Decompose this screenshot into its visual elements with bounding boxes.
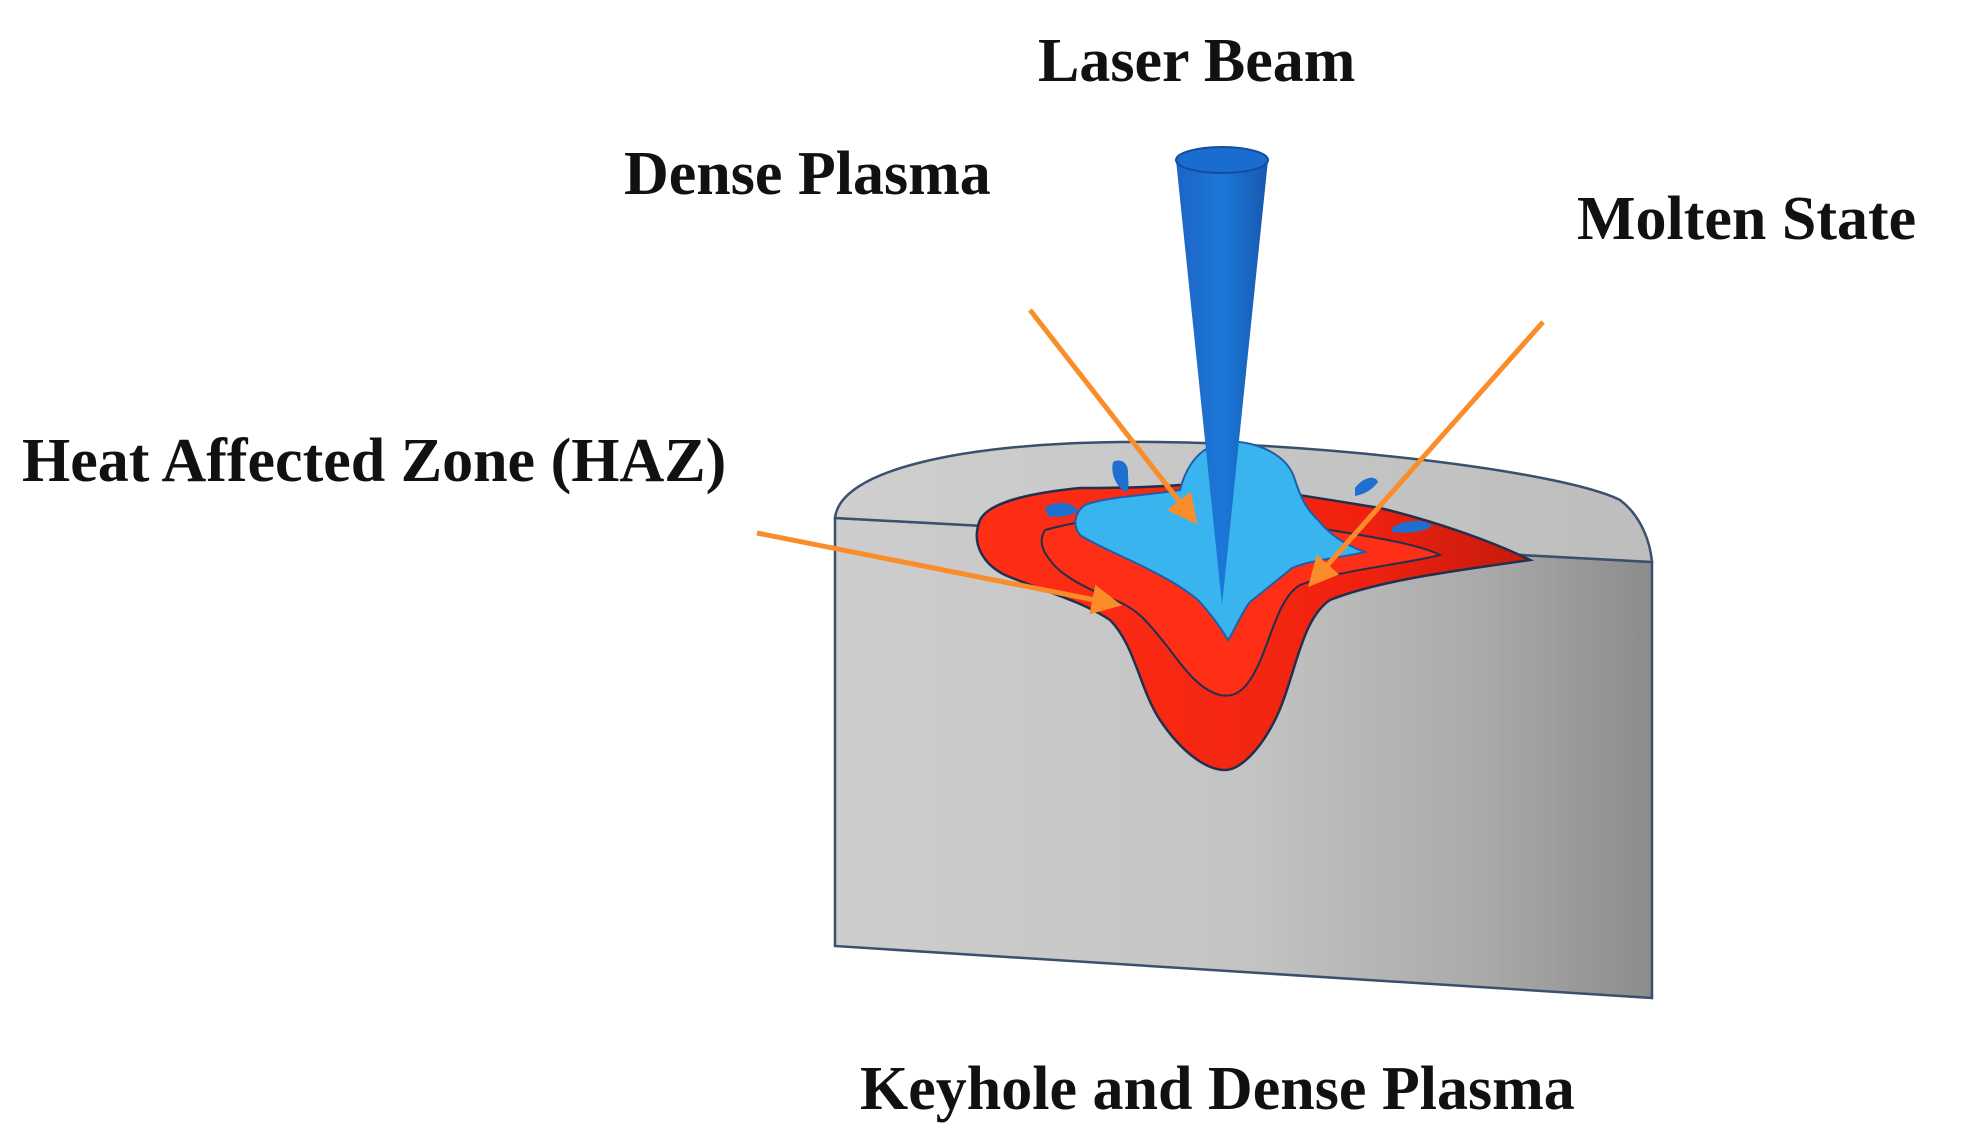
droplet-right-lower bbox=[1392, 520, 1432, 533]
arrow-haz bbox=[756, 530, 1122, 615]
arrow-molten-state bbox=[1308, 320, 1545, 587]
droplet-right-upper bbox=[1355, 477, 1378, 496]
laser-beam-top bbox=[1175, 146, 1269, 174]
laser-beam-cone bbox=[1176, 160, 1268, 605]
diagram-caption: Keyhole and Dense Plasma bbox=[860, 1055, 1575, 1123]
arrow-dense-plasma bbox=[1028, 308, 1198, 525]
laser-beam bbox=[1175, 146, 1269, 605]
molten-droplets bbox=[1045, 460, 1432, 533]
leader-arrows bbox=[756, 308, 1545, 615]
droplet-left-lower bbox=[1045, 502, 1078, 517]
label-molten-state: Molten State bbox=[1577, 185, 1917, 253]
label-laser-beam: Laser Beam bbox=[1038, 27, 1356, 95]
label-haz: Heat Affected Zone (HAZ) bbox=[22, 427, 727, 495]
label-dense-plasma: Dense Plasma bbox=[624, 140, 991, 208]
droplet-left-upper bbox=[1112, 460, 1129, 492]
